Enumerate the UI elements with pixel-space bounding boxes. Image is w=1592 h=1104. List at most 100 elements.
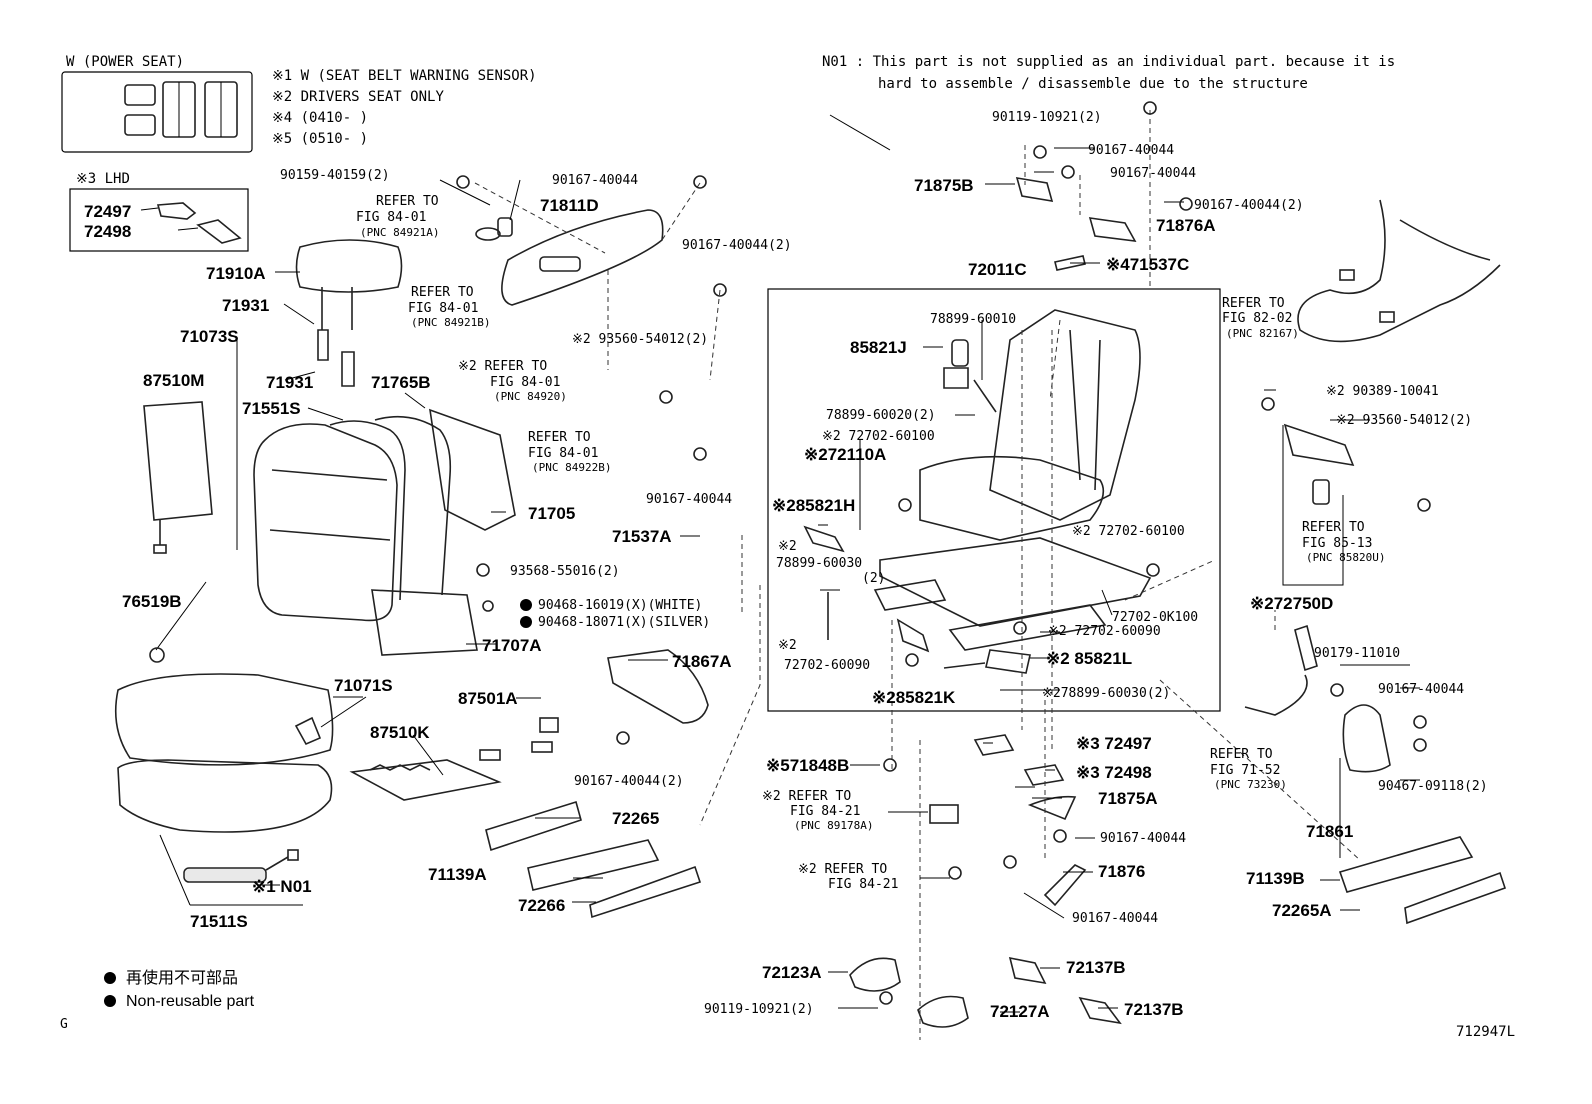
label-78899-60030-b[interactable]: ※278899-60030(2) xyxy=(1042,686,1170,701)
label-90167-40044-c[interactable]: 90167-40044 xyxy=(646,492,732,507)
hinge-cover[interactable] xyxy=(607,649,709,724)
label-71910A[interactable]: 71910A xyxy=(206,264,266,283)
headrest[interactable] xyxy=(295,239,403,330)
label-72137B-a[interactable]: 72137B xyxy=(1066,958,1126,977)
bracket-71875B[interactable] xyxy=(1015,177,1054,202)
motor-85821H[interactable] xyxy=(803,525,845,553)
clip-471537C[interactable] xyxy=(1054,255,1086,271)
label-90167-40044-2-g[interactable]: 90167-40044(2) xyxy=(1194,198,1304,213)
rail-cover-72265A[interactable] xyxy=(1404,871,1507,925)
label-90167-40044-e[interactable]: 90167-40044 xyxy=(1088,143,1174,158)
seatback-assembly[interactable] xyxy=(253,408,516,622)
label-71931-a[interactable]: 71931 xyxy=(222,296,269,315)
label-72750D[interactable]: ※272750D xyxy=(1250,594,1333,613)
label-72137B-b[interactable]: 72137B xyxy=(1124,1000,1184,1019)
label-71876A[interactable]: 71876A xyxy=(1156,216,1216,235)
label-90468-18071[interactable]: 90468-18071(X)(SILVER) xyxy=(538,615,710,630)
seatback-cushion-pad[interactable] xyxy=(371,589,478,656)
bracket-72497[interactable] xyxy=(973,734,1015,756)
bracket-72137B-2[interactable] xyxy=(1078,996,1122,1025)
label-71765B[interactable]: 71765B xyxy=(371,373,431,392)
bracket-71875A[interactable] xyxy=(1027,795,1077,821)
seat-side-shield[interactable] xyxy=(501,209,664,306)
bracket-71876A[interactable] xyxy=(1088,217,1137,242)
label-71071S[interactable]: 71071S xyxy=(334,676,393,695)
label-72498-lhd[interactable]: 72498 xyxy=(84,222,131,241)
label-78899-60030[interactable]: 78899-60030 xyxy=(776,556,862,571)
seat-frame[interactable] xyxy=(919,309,1141,541)
label-71139B[interactable]: 71139B xyxy=(1246,869,1305,888)
wire-harness[interactable] xyxy=(1297,199,1501,343)
label-71861[interactable]: 71861 xyxy=(1306,822,1353,841)
label-90468-16019[interactable]: 90468-16019(X)(WHITE) xyxy=(538,598,702,613)
label-72497[interactable]: ※3 72497 xyxy=(1076,734,1152,753)
label-72127A[interactable]: 72127A xyxy=(990,1002,1050,1021)
heater-switch-connector[interactable] xyxy=(531,717,559,753)
label-72497-lhd[interactable]: 72497 xyxy=(84,202,131,221)
cover-72127A[interactable] xyxy=(917,995,969,1028)
sensor-bracket[interactable] xyxy=(1282,423,1355,586)
label-n01[interactable]: ※1 N01 xyxy=(252,877,312,896)
label-93560-54012-b[interactable]: ※2 93560-54012(2) xyxy=(1336,413,1472,428)
motor-85821J[interactable] xyxy=(943,339,969,389)
label-90159-40159[interactable]: 90159-40159(2) xyxy=(280,168,390,183)
label-72702-60090-a[interactable]: ※2 72702-60090 xyxy=(1048,624,1161,639)
label-85821J[interactable]: 85821J xyxy=(850,338,907,357)
label-90167-40044-2-a[interactable]: 90167-40044(2) xyxy=(682,238,792,253)
label-72110A[interactable]: ※272110A xyxy=(804,445,886,464)
label-71867A[interactable]: 71867A xyxy=(672,652,732,671)
label-71876[interactable]: 71876 xyxy=(1098,862,1145,881)
label-93568-55016[interactable]: 93568-55016(2) xyxy=(510,564,620,579)
label-72123A[interactable]: 72123A xyxy=(762,963,822,982)
seat-belt-buckle[interactable] xyxy=(1244,624,1318,716)
seat-rails[interactable] xyxy=(873,537,1152,651)
label-71707A[interactable]: 71707A xyxy=(482,636,542,655)
label-71848B[interactable]: ※571848B xyxy=(766,756,849,775)
seat-cushion-assembly[interactable] xyxy=(114,673,334,833)
label-90119-10921-b[interactable]: 90119-10921(2) xyxy=(704,1002,814,1017)
label-90467-09118[interactable]: 90467-09118(2) xyxy=(1378,779,1488,794)
connector-89178A[interactable] xyxy=(929,804,959,824)
label-72702-0K100[interactable]: 72702-0K100 xyxy=(1112,610,1198,625)
motor-85821K[interactable] xyxy=(896,618,930,653)
label-87501A[interactable]: 87501A xyxy=(458,689,518,708)
rail-cover-71139B[interactable] xyxy=(1338,836,1474,893)
label-72702-60100-a[interactable]: ※2 72702-60100 xyxy=(822,429,935,444)
label-90389-10041[interactable]: ※2 90389-10041 xyxy=(1326,384,1439,399)
rail-cover-72266[interactable] xyxy=(589,865,702,919)
rail-cover-72265[interactable] xyxy=(485,800,582,852)
label-72011C[interactable]: 72011C xyxy=(968,260,1027,279)
label-71537A[interactable]: 71537A xyxy=(612,527,672,546)
label-71139A[interactable]: 71139A xyxy=(428,865,487,884)
bracket-72498[interactable] xyxy=(1023,764,1065,786)
label-78899-60010[interactable]: 78899-60010 xyxy=(930,312,1016,327)
label-90119-10921-a[interactable]: 90119-10921(2) xyxy=(992,110,1102,125)
label-90167-40044-f[interactable]: 90167-40044 xyxy=(1110,166,1196,181)
seat-cushion-heater[interactable] xyxy=(349,749,502,801)
label-93560-54012[interactable]: ※2 93560-54012(2) xyxy=(572,332,708,347)
label-72265A[interactable]: 72265A xyxy=(1272,901,1332,920)
label-78899-60020[interactable]: 78899-60020(2) xyxy=(826,408,936,423)
motor-85821L[interactable] xyxy=(985,649,1031,674)
label-72265[interactable]: 72265 xyxy=(612,809,659,828)
label-85821H[interactable]: ※285821H xyxy=(772,496,855,515)
label-71875A[interactable]: 71875A xyxy=(1098,789,1158,808)
label-90167-40044-j[interactable]: 90167-40044 xyxy=(1072,911,1158,926)
label-71875B[interactable]: 71875B xyxy=(914,176,974,195)
label-87510M[interactable]: 87510M xyxy=(143,371,204,390)
label-85821L[interactable]: ※2 85821L xyxy=(1046,649,1132,668)
label-71811D[interactable]: 71811D xyxy=(540,196,599,215)
label-90167-40044-2-b[interactable]: 90167-40044(2) xyxy=(574,774,684,789)
label-71511S[interactable]: 71511S xyxy=(190,912,248,931)
label-72266[interactable]: 72266 xyxy=(518,896,565,915)
label-87510K[interactable]: 87510K xyxy=(370,723,430,742)
label-72702-60100-b[interactable]: ※2 72702-60100 xyxy=(1072,524,1185,539)
label-76519B[interactable]: 76519B xyxy=(122,592,182,611)
seatback-heater[interactable] xyxy=(143,401,213,554)
cover-72123A[interactable] xyxy=(849,957,901,992)
label-90179-11010[interactable]: 90179-11010 xyxy=(1314,646,1400,661)
label-71705[interactable]: 71705 xyxy=(528,504,575,523)
label-90167-40044-h[interactable]: 90167-40044 xyxy=(1378,682,1464,697)
label-90167-40044-i[interactable]: 90167-40044 xyxy=(1100,831,1186,846)
seat-belt-sensor-mat[interactable] xyxy=(183,849,299,883)
